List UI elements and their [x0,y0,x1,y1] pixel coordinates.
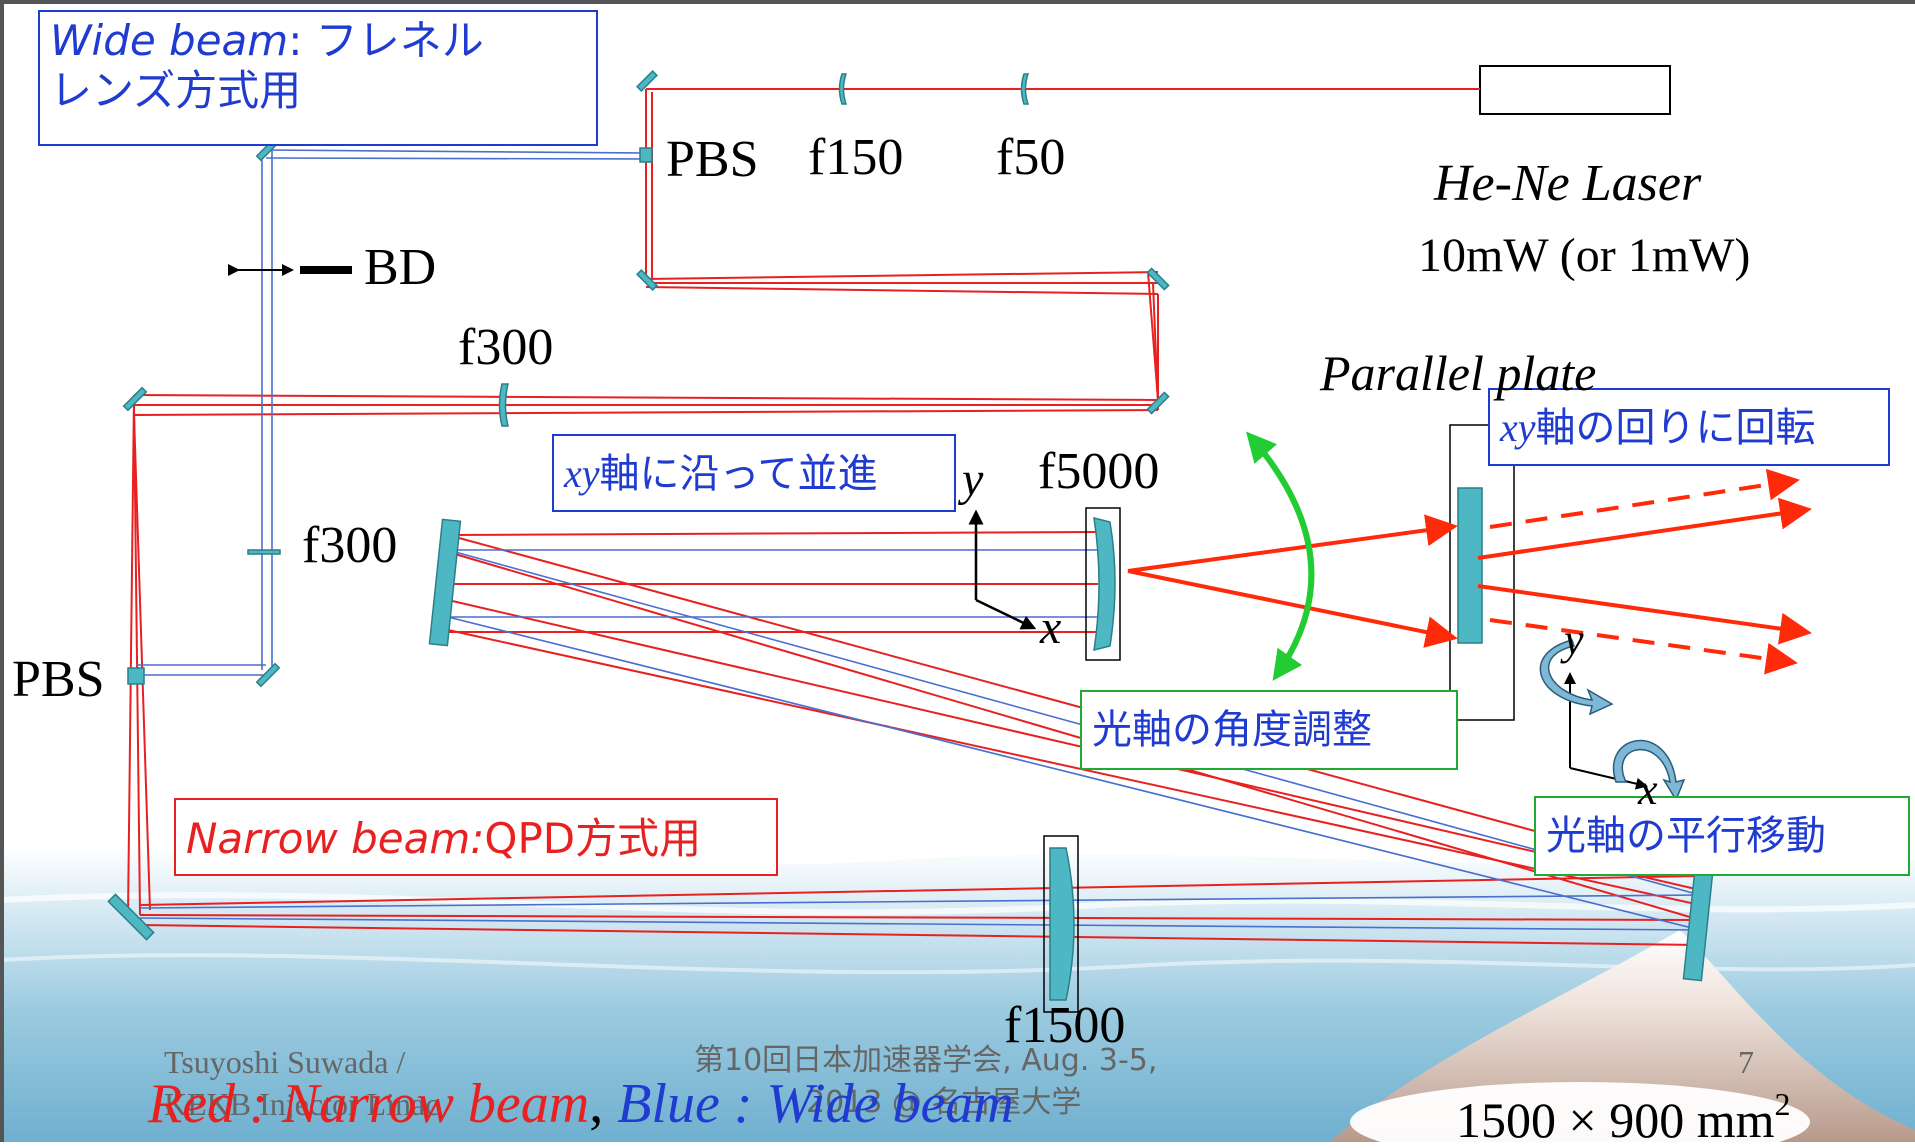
xy-rotate-text: 軸の回りに回転 [1535,405,1816,451]
parallel-move-box: 光軸の平行移動 [1534,796,1910,876]
legend-blue: Blue : Wide beam [603,1073,1014,1135]
narrow-beam-path [127,88,1701,946]
xy-axes-rotate [1564,672,1648,790]
mirror-right-bottom [1146,391,1170,415]
narrow-beam-title: Narrow beam [186,814,471,863]
lens-f50 [1020,73,1030,105]
f50-label: f50 [996,129,1066,186]
f1500-label: f1500 [1004,997,1126,1054]
parallel-plate-holder [1449,424,1515,721]
wide-beam-path [136,149,1701,931]
footer-author: Tsuyoshi Suwada / [164,1044,406,1080]
wide-beam-box: Wide beam: フレネル レンズ方式用 [38,10,598,146]
mirror-top [636,70,658,92]
parallel-plate-element [1457,487,1483,644]
mirror-bottom-left [107,893,155,941]
beam-dump [300,266,352,274]
table-size-exp: 2 [1774,1086,1791,1122]
he-ne-laser-label: He-Ne Laser [1434,155,1702,212]
lens-f150 [838,73,848,105]
lens-f300-top [498,383,509,427]
wide-beam-sep: : [288,16,316,65]
pbs-left-label: PBS [12,651,105,708]
f150-label: f150 [808,129,904,186]
f300-mid-label: f300 [302,517,398,574]
laser-head [1479,65,1671,115]
pbs-top-label: PBS [666,131,759,188]
mirror-upper-left [636,269,658,291]
footer-org: KEKB Injector Linac [164,1086,440,1122]
axis-x2-label: x [1638,765,1658,814]
mirror-right-top [1146,267,1170,291]
narrow-beam-box: Narrow beam:QPD方式用 [174,798,778,876]
optical-elements [107,70,1716,1001]
table-size-label: 1500 × 900 mm2 [1456,1088,1790,1145]
footer-conference: 第10回日本加速器学会, Aug. 3-5, [694,1043,1158,1078]
xy-rotate-box: xy軸の回りに回転 [1488,388,1890,466]
footer-page: 7 [1738,1044,1754,1080]
f5000-label: f5000 [1038,443,1160,500]
xy-axes-translate [968,509,1037,630]
wide-beam-title: Wide beam [50,16,289,65]
angle-adjust-arc [1246,431,1315,681]
axis-x-label: x [1040,601,1062,654]
narrow-beam-tail: QPD方式用 [484,814,702,863]
mirror-left-top [122,386,148,412]
f300-top-label: f300 [458,319,554,376]
parallel-move-text: 光軸の平行移動 [1546,813,1826,859]
bd-label: BD [364,239,437,296]
xy-rotate-italic: xy [1500,405,1536,450]
spherical-mirror-left [428,518,462,647]
axis-y2-label: y [1564,615,1584,664]
legend-red: Red : Narrow beam [148,1073,590,1135]
xy-translate-italic: xy [564,451,600,496]
f1500-holder [1043,835,1079,1013]
lens-f5000 [1093,516,1116,652]
color-legend: Red : Narrow beam, Blue : Wide beam [148,1076,1014,1132]
xy-translate-text: 軸に沿って並進 [599,451,878,497]
mirror-wide-return [255,662,281,688]
legend-comma: , [589,1073,604,1135]
angle-adjust-box: 光軸の角度調整 [1080,690,1458,770]
pbs-top [639,147,653,163]
table-size-main: 1500 × 900 mm [1456,1092,1775,1148]
footer-venue: 2013 @ 名古屋大学 [806,1085,1082,1120]
axis-y-label: y [962,453,984,506]
wide-beam-tail: フレネル [315,16,484,65]
wide-beam-line2: レンズ方式用 [50,66,302,116]
parallel-plate-label: Parallel plate [1320,345,1597,401]
xy-translate-box: xy軸に沿って並進 [552,434,956,512]
laser-power-label: 10mW (or 1mW) [1418,229,1751,282]
pbs-left [127,667,145,685]
lens-f1500 [1049,847,1075,1001]
f5000-holder [1085,507,1121,661]
lens-f300-mid [247,549,281,555]
angle-adjust-text: 光軸の角度調整 [1092,707,1372,753]
narrow-beam-sep: : [470,814,485,863]
rotate-arrow-y [1539,639,1614,716]
